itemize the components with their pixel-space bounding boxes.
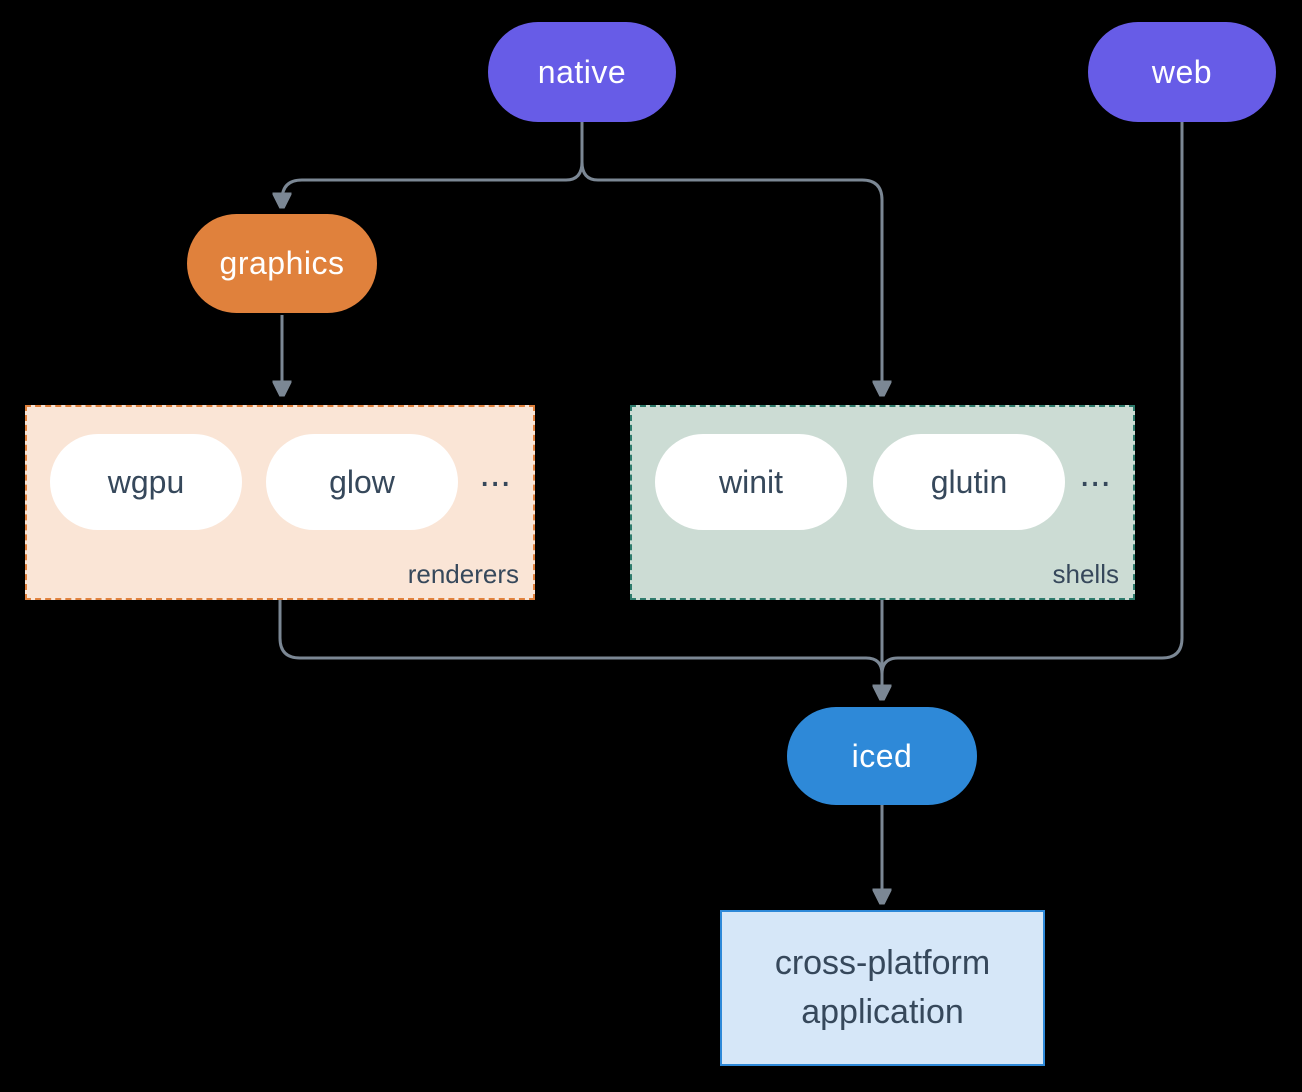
application-node: cross-platform application (720, 910, 1045, 1066)
application-node-label: cross-platform application (774, 943, 991, 1031)
graphics-node: graphics (187, 214, 377, 313)
connector-native-to-shells (580, 161, 882, 394)
wgpu-node: wgpu (50, 434, 242, 530)
connector-renderers-to-iced (278, 600, 884, 675)
web-node-label: web (1151, 53, 1213, 90)
graphics-node-label: graphics (219, 245, 345, 281)
web-node: web (1088, 22, 1276, 122)
glutin-node-label: glutin (930, 463, 1008, 500)
glow-node-label: glow (329, 463, 395, 500)
renderers-ellipsis: ... (479, 453, 511, 495)
iced-node-label: iced (851, 737, 913, 774)
native-node: native (488, 22, 676, 122)
glow-node: glow (266, 434, 458, 530)
renderers-group-label: renderers (407, 559, 519, 589)
shells-ellipsis: ... (1079, 453, 1111, 495)
winit-node: winit (655, 434, 847, 530)
native-node-label: native (537, 53, 627, 90)
wgpu-node-label: wgpu (107, 463, 185, 500)
winit-node-label: winit (718, 463, 783, 500)
iced-node: iced (787, 707, 977, 805)
shells-group-label: shells (1052, 559, 1119, 589)
shells-group: winit glutin ... shells (630, 405, 1135, 600)
renderers-group: wgpu glow ... renderers (25, 405, 535, 600)
connector-native-to-graphics (282, 122, 584, 206)
glutin-node: glutin (873, 434, 1065, 530)
connector-web-to-iced (880, 122, 1184, 675)
